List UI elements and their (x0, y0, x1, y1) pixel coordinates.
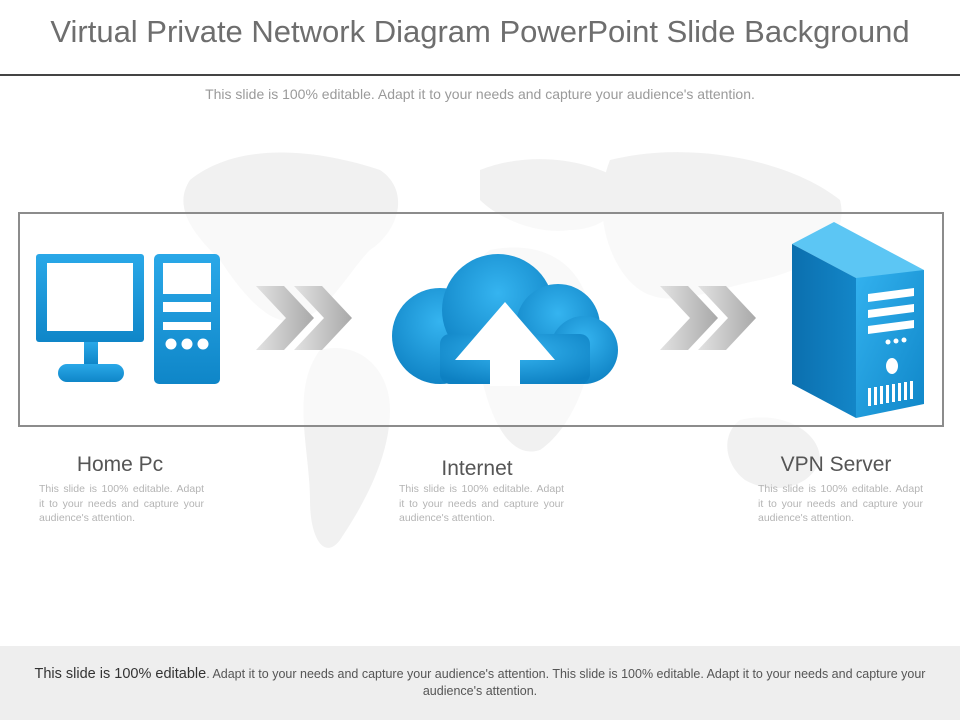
node-description-internet: This slide is 100% editable. Adapt it to… (399, 483, 564, 524)
cloud-upload-icon (392, 254, 618, 386)
node-description-vpn-server: This slide is 100% editable. Adapt it to… (758, 483, 923, 524)
node-title-vpn-server: VPN Server (780, 453, 892, 476)
double-chevron-right-icon (256, 286, 352, 350)
node-title-internet: Internet (441, 457, 513, 480)
footer-text: This slide is 100% editable. Adapt it to… (14, 666, 946, 700)
slide-title: Virtual Private Network Diagram PowerPoi… (50, 14, 910, 49)
footer-rest: . Adapt it to your needs and capture you… (206, 667, 926, 698)
footer-lead: This slide is 100% editable (34, 666, 207, 682)
footer-bar: This slide is 100% editable. Adapt it to… (0, 646, 960, 720)
title-divider (0, 74, 960, 76)
server-tower-icon (792, 222, 924, 418)
node-description-home-pc: This slide is 100% editable. Adapt it to… (39, 483, 204, 524)
node-title-home-pc: Home Pc (76, 453, 164, 476)
desktop-computer-icon (36, 254, 220, 384)
slide-subtitle: This slide is 100% editable. Adapt it to… (205, 86, 755, 102)
double-chevron-right-icon (660, 286, 756, 350)
